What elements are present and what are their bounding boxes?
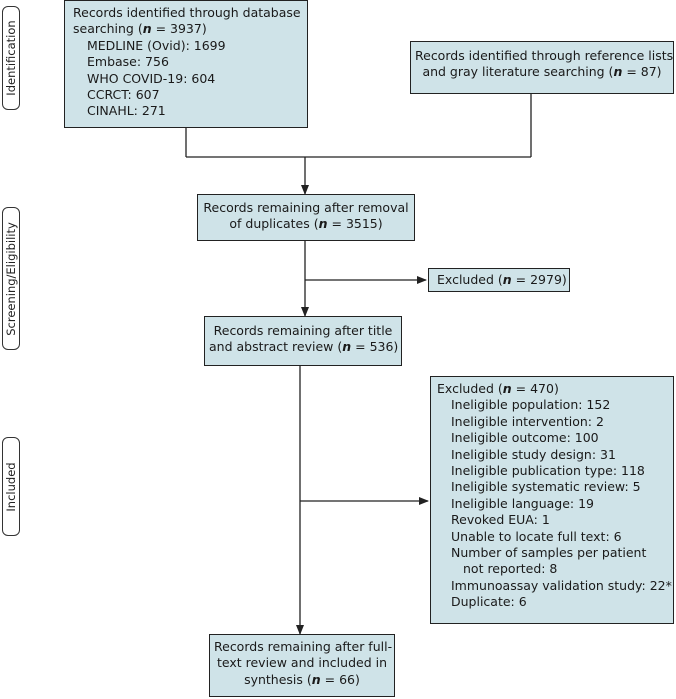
stage-included: Included: [2, 437, 20, 536]
reason-revoked-eua: Revoked EUA: 1: [451, 512, 550, 528]
reason-systematic-review: Ineligible systematic review: 5: [451, 479, 641, 495]
reason-intervention: Ineligible intervention: 2: [451, 413, 604, 429]
reason-samples-per-patient: Number of samples per patient: [451, 545, 647, 561]
reason-publication-type: Ineligible publication type: 118: [451, 463, 645, 479]
excluded-box-2: Excluded (n = 470) Ineligible population…: [430, 376, 674, 624]
reason-outcome: Ineligible outcome: 100: [451, 430, 599, 446]
database-records-box: Records identified through database sear…: [64, 0, 308, 128]
source-cinahl: CINAHL: 271: [87, 103, 166, 119]
stage-screening-eligibility: Screening/Eligibility: [2, 207, 20, 350]
reason-duplicate: Duplicate: 6: [451, 594, 527, 610]
title-abstract-review-box: Records remaining after title and abstra…: [204, 316, 402, 366]
reason-no-full-text: Unable to locate full text: 6: [451, 528, 622, 544]
included-synthesis-box: Records remaining after full- text revie…: [209, 634, 395, 697]
excluded-box-1: Excluded (n = 2979): [428, 268, 570, 292]
reason-population: Ineligible population: 152: [451, 397, 611, 413]
reason-samples-per-patient-cont: not reported: 8: [463, 561, 558, 577]
reason-language: Ineligible language: 19: [451, 495, 595, 511]
stage-identification: Identification: [2, 6, 20, 110]
reason-study-design: Ineligible study design: 31: [451, 446, 616, 462]
source-medline: MEDLINE (Ovid): 1699: [87, 37, 226, 53]
source-embase: Embase: 756: [87, 54, 169, 70]
reference-records-box: Records identified through reference lis…: [410, 41, 674, 94]
reason-immunoassay: Immunoassay validation study: 22*: [451, 577, 672, 593]
duplicates-removed-box: Records remaining after removal of dupli…: [197, 194, 415, 241]
source-who: WHO COVID-19: 604: [87, 70, 216, 86]
source-ccrct: CCRCT: 607: [87, 87, 160, 103]
